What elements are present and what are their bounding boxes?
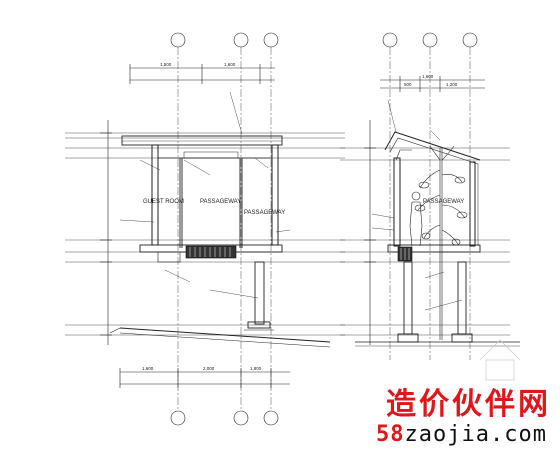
watermark-url: 58zaojia.com — [376, 423, 547, 447]
dim-top-left-1: 1,500 — [160, 62, 172, 67]
grid-bubble — [462, 32, 478, 48]
dim-bottom-2: 2,000 — [203, 366, 215, 371]
grid-bubble — [170, 32, 186, 48]
level-lines — [340, 147, 510, 336]
room-label-passageway-right: PASSAGEWAY — [423, 199, 464, 205]
grid-bubble — [382, 32, 398, 48]
dim-top-right-2: 500 — [404, 82, 412, 87]
watermark-url-digits: 58 — [376, 422, 405, 447]
dim-bottom-3: 1,800 — [250, 366, 262, 371]
room-label-passageway-2: PASSAGEWAY — [244, 210, 285, 216]
dim-bottom-1: 1,600 — [142, 366, 154, 371]
grid-bubble — [263, 32, 279, 48]
annotation-leaders — [371, 99, 463, 311]
watermark-brand: 造价伙伴网 — [386, 387, 551, 422]
dim-top-right-1: 1,600 — [422, 74, 434, 79]
watermark-url-rest: zaojia.com — [404, 422, 547, 447]
grid-lines — [177, 47, 272, 411]
room-label-guest-room: GUEST ROOM — [143, 199, 184, 205]
annotation-leaders — [119, 91, 291, 299]
left-section — [65, 32, 345, 426]
right-section — [340, 32, 520, 360]
grid-bubble — [170, 410, 186, 426]
watermark-logo — [479, 339, 521, 381]
tree-illustration — [414, 145, 468, 340]
grid-bubble — [422, 32, 438, 48]
room-label-passageway-1: PASSAGEWAY — [200, 199, 241, 205]
grid-bubble — [233, 410, 249, 426]
dim-top-right-3: 1,200 — [446, 82, 458, 87]
person-figure — [409, 191, 423, 247]
grid-bubble — [233, 32, 249, 48]
grid-bubble — [263, 410, 279, 426]
dim-top-left-2: 1,600 — [224, 62, 236, 67]
level-lines — [65, 132, 345, 336]
